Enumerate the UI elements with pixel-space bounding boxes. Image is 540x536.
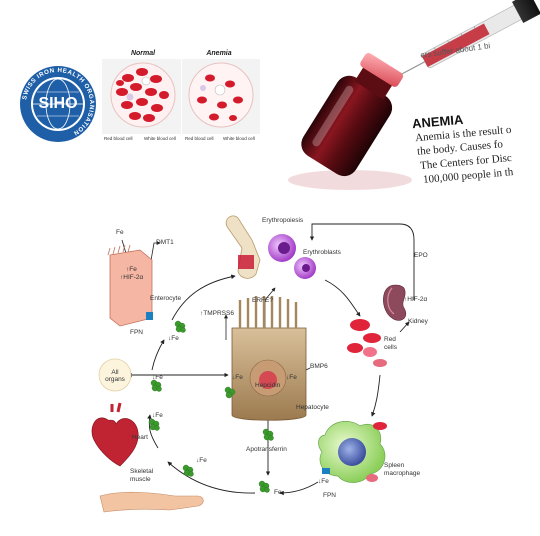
- label-fe-top: Fe: [116, 229, 124, 236]
- label-down-fe-spleen: ↓Fe: [318, 478, 329, 485]
- comparison-panel: Normal Anemia Red blood cell White blood…: [102, 50, 260, 142]
- label-hepatocyte: Hepatocyte: [296, 404, 329, 411]
- label-down-fe-right: ↓Fe: [286, 374, 297, 381]
- label-apotransferrin: Apotransferrin: [246, 446, 287, 453]
- anemia-document-photo: ers suffer about 1 bi ANEMIA Anemia is t…: [270, 0, 540, 195]
- label-hepcidin: Hepcidin: [255, 382, 281, 389]
- label-down-fe-left: ↓Fe: [152, 374, 163, 381]
- label-kidney: Kidney: [408, 318, 428, 325]
- bone-marrow: [225, 215, 261, 279]
- normal-rbc-label: Red blood cell: [104, 136, 133, 141]
- label-spleen-macrophage: Spleen macrophage: [384, 462, 421, 477]
- siho-logo-graphic: SWISS IRON HEALTH ORGANISATION: [20, 66, 96, 142]
- label-red-cells: Red cells: [384, 336, 398, 351]
- vial-syringe-graphic: [288, 0, 540, 190]
- label-tmprss6: ↑TMPRSS6: [200, 310, 234, 317]
- diagram-graphic: [91, 215, 415, 513]
- label-heart: Heart: [132, 434, 148, 441]
- label-enterocyte: Enterocyte: [150, 295, 182, 302]
- label-fpn-bottom: FPN: [323, 492, 336, 499]
- label-down-fe-heart: ↓Fe: [152, 412, 163, 419]
- hepatocyte-cell: [231, 296, 307, 421]
- logo-center-text: SIHO: [38, 95, 78, 112]
- anemia-wbc-label: White blood cell: [223, 136, 255, 141]
- label-erythropoiesis: Erythropoiesis: [262, 217, 304, 224]
- anemia-title: Anemia: [206, 50, 232, 57]
- label-down-fe-enterocyte: ↓Fe: [168, 335, 179, 342]
- enterocyte-cell: [107, 244, 153, 327]
- label-epo: EPO: [414, 252, 428, 259]
- label-down-fe-hepatocyte: ↓Fe: [232, 374, 243, 381]
- iron-regulation-diagram: Fe DMT1 ↑Fe ↑HIF-2α Enterocyte FPN ↓Fe E…: [0, 200, 540, 536]
- label-dmt1: DMT1: [156, 239, 174, 246]
- label-hif-kidney: ↑HIF-2α: [404, 296, 428, 303]
- normal-title: Normal: [130, 50, 156, 57]
- label-erythroblasts: Erythroblasts: [303, 249, 341, 256]
- anemia-rbc-label: Red blood cell: [185, 136, 214, 141]
- label-up-fe-enterocyte: ↑Fe: [126, 266, 137, 273]
- comparison-graphic: [102, 59, 260, 134]
- label-skeletal-muscle: Skeletal muscle: [130, 468, 154, 483]
- normal-wbc-label: White blood cell: [144, 136, 176, 141]
- label-down-fe-muscle: ↓Fe: [196, 457, 207, 464]
- siho-logo: SWISS IRON HEALTH ORGANISATION SIHO: [18, 64, 98, 144]
- label-erfe: ERFE?: [252, 297, 273, 304]
- label-fpn-left: FPN: [130, 329, 143, 336]
- label-up-hif-enterocyte: ↑HIF-2α: [120, 274, 144, 281]
- label-all-organs: All organs: [105, 369, 125, 383]
- label-bmp6: BMP6: [310, 363, 328, 370]
- label-fe-bottom: Fe: [274, 489, 282, 496]
